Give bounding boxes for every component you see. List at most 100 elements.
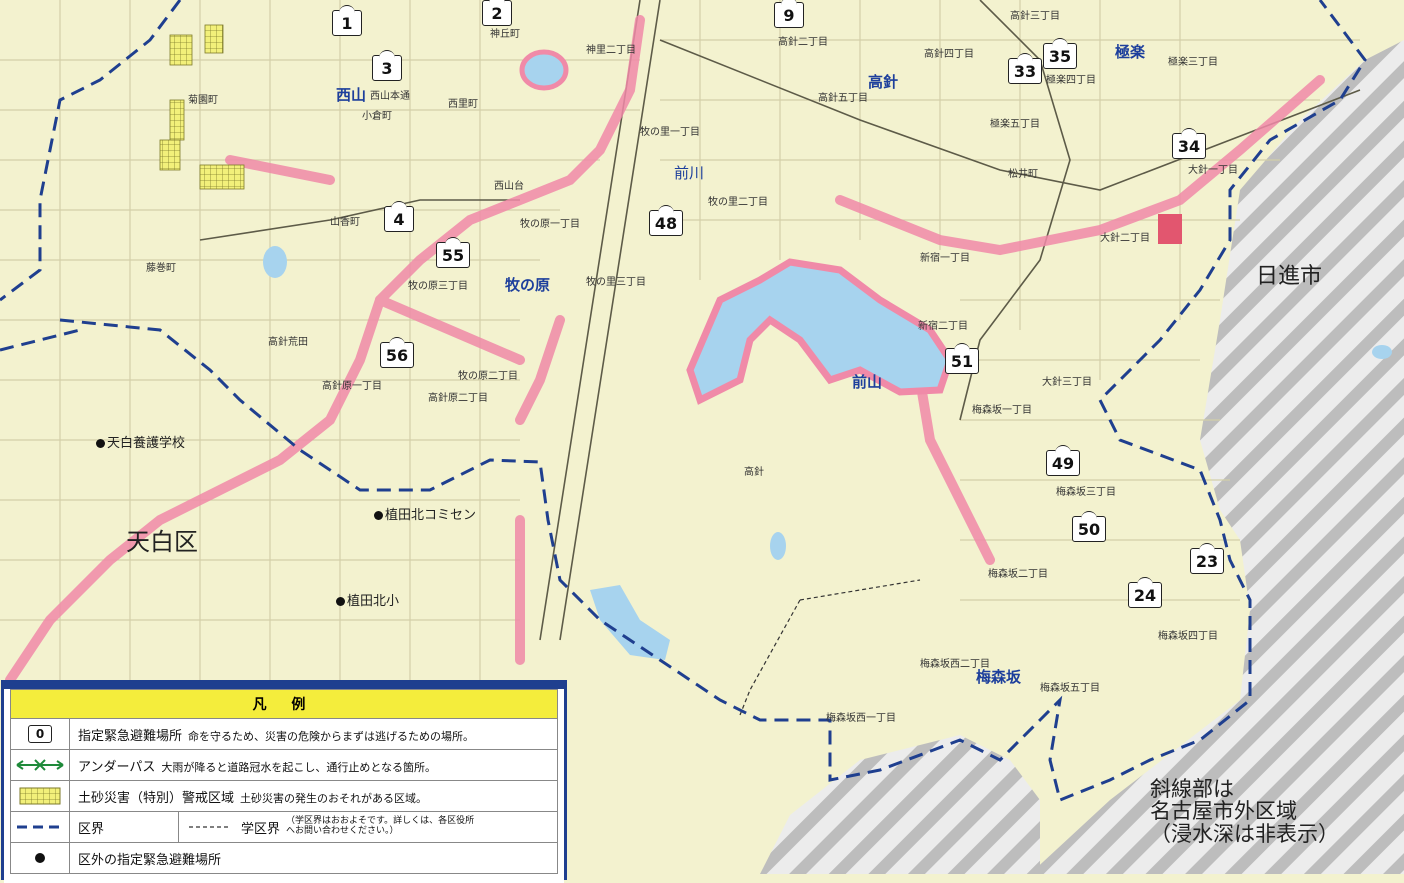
street-label: 高針原一丁目 — [322, 381, 382, 392]
shelter-marker[interactable]: 23 — [1190, 543, 1224, 574]
area-label-takabari: 高針 — [868, 73, 899, 91]
outside-city-hatch-south — [760, 735, 1040, 874]
street-label: 新宿二丁目 — [918, 321, 968, 332]
facility-point[interactable]: 植田北小 — [336, 590, 399, 609]
legend-underpass-desc: 大雨が降ると道路冠水を起こし、通行止めとなる箇所。 — [161, 760, 437, 774]
street-label: 小倉町 — [362, 111, 392, 122]
shelter-marker[interactable]: 3 — [372, 50, 402, 81]
street-label: 新宿一丁目 — [920, 253, 970, 264]
note-line: 斜線部は — [1150, 777, 1234, 801]
street-label: 梅森坂西二丁目 — [920, 659, 990, 670]
shelter-marker[interactable]: 50 — [1072, 511, 1106, 542]
street-label: 大針二丁目 — [1100, 233, 1150, 244]
street-label: 藤巻町 — [146, 263, 176, 274]
street-label: 牧の原三丁目 — [408, 281, 468, 292]
flood-block-obari — [1158, 214, 1182, 244]
shelter-marker[interactable]: 2 — [482, 0, 512, 26]
facility-dot-icon — [374, 511, 383, 520]
pond-south-2 — [770, 532, 786, 560]
street-label: 梅森坂一丁目 — [972, 405, 1032, 416]
street-label: 梅森坂西一丁目 — [826, 713, 896, 724]
street-label: 西山本通 — [370, 91, 410, 102]
street-label: 大針一丁目 — [1188, 165, 1238, 176]
shelter-marker[interactable]: 1 — [332, 5, 362, 36]
area-label-umemorizaka: 梅森坂 — [976, 668, 1022, 686]
flood-areas — [5, 15, 1325, 685]
legend-row-underpass: アンダーパス大雨が降ると道路冠水を起こし、通行止めとなる箇所。 — [10, 750, 558, 781]
underpass-icon — [16, 759, 64, 771]
shelter-marker[interactable]: 4 — [384, 201, 414, 232]
facility-label: 天白養護学校 — [107, 436, 186, 451]
facility-dot-icon — [336, 597, 345, 606]
shelter-marker[interactable]: 34 — [1172, 128, 1206, 159]
street-label: 大針三丁目 — [1042, 377, 1092, 388]
shelter-marker[interactable]: 35 — [1043, 38, 1077, 69]
area-label-maeyama: 前山 — [852, 373, 883, 391]
facility-point[interactable]: 植田北コミセン — [374, 504, 476, 523]
street-label: 松井町 — [1008, 169, 1038, 180]
shelter-marker[interactable]: 24 — [1128, 577, 1162, 608]
ward-label-nisshin: 日進市 — [1256, 264, 1323, 289]
street-label: 梅森坂四丁目 — [1158, 631, 1218, 642]
pond-south-1 — [590, 585, 670, 660]
facility-dot-icon — [96, 439, 105, 448]
legend-landslide-label: 土砂災害（特別）警戒区域 — [78, 790, 235, 806]
shelter-marker[interactable]: 49 — [1046, 445, 1080, 476]
shelter-legend-icon: 0 — [28, 725, 52, 743]
facility-point[interactable]: 天白養護学校 — [96, 432, 185, 451]
legend-title: 凡 例 — [10, 689, 558, 719]
street-label: 菊園町 — [188, 95, 218, 106]
outside-city-hatch-east — [1030, 40, 1404, 874]
note-line: 名古屋市外区域 — [1150, 799, 1297, 824]
ward-label-tenpaku: 天白区 — [126, 528, 198, 556]
street-label: 西山台 — [494, 181, 524, 192]
shelter-marker[interactable]: 48 — [649, 205, 683, 236]
street-label: 牧の里一丁目 — [640, 127, 700, 138]
school-district-border — [739, 579, 921, 716]
street-label: 梅森坂三丁目 — [1056, 487, 1116, 498]
street-label: 牧の原二丁目 — [458, 371, 518, 382]
shelter-marker[interactable]: 33 — [1008, 53, 1042, 84]
note-line: （浸水深は非表示） — [1150, 821, 1339, 846]
pond-kamioka — [519, 49, 569, 91]
street-label: 牧の里三丁目 — [586, 277, 646, 288]
street-label: 西里町 — [448, 99, 478, 110]
school-border-icon — [189, 826, 229, 828]
street-label: 高針荒田 — [268, 337, 308, 348]
street-label: 神丘町 — [490, 29, 520, 40]
legend-underpass-label: アンダーパス — [78, 759, 156, 775]
shelter-marker[interactable]: 51 — [945, 343, 979, 374]
street-label: 梅森坂五丁目 — [1040, 683, 1100, 694]
legend-ward-border-label: 区界 — [78, 821, 105, 837]
street-label: 高針 — [744, 467, 764, 478]
shelter-marker[interactable]: 9 — [774, 0, 804, 28]
area-label-gokuraku: 極楽 — [1115, 43, 1146, 61]
legend-shelter-desc: 命を守るため、災害の危険からまずは逃げるための場所。 — [188, 729, 475, 743]
legend-outside-label: 区外の指定緊急避難場所 — [78, 852, 222, 868]
landslide-grid-icon — [19, 787, 61, 805]
street-label: 梅森坂二丁目 — [988, 569, 1048, 580]
legend-row-borders: 区界 学区界（学区界はおおよそです。詳しくは、各区役所へお問い合わせください。） — [10, 812, 558, 843]
street-label: 高針四丁目 — [924, 49, 974, 60]
legend-row-shelter: 0 指定緊急避難場所命を守るため、災害の危険からまずは逃げるための場所。 — [10, 719, 558, 750]
legend-panel: 凡 例 0 指定緊急避難場所命を守るため、災害の危険からまずは逃げるための場所。… — [1, 680, 567, 883]
legend-shelter-label: 指定緊急避難場所 — [78, 728, 183, 744]
street-label: 山香町 — [330, 217, 360, 228]
shelter-marker[interactable]: 56 — [380, 337, 414, 368]
outside-shelter-dot-icon — [35, 853, 45, 863]
facility-label: 植田北小 — [347, 594, 400, 609]
landslide-zones — [159, 24, 245, 190]
pond-fujimaki — [263, 246, 287, 278]
outside-area-note: 斜線部は 名古屋市外区域 （浸水深は非表示） — [1150, 777, 1339, 846]
street-label: 高針原二丁目 — [428, 393, 488, 404]
street-label: 高針二丁目 — [778, 37, 828, 48]
shelter-marker[interactable]: 55 — [436, 237, 470, 268]
street-label: 高針三丁目 — [1010, 11, 1060, 22]
street-label: 極楽五丁目 — [990, 119, 1040, 130]
street-label: 高針五丁目 — [818, 93, 868, 104]
street-label: 牧の原一丁目 — [520, 219, 580, 230]
pond-east — [1372, 345, 1392, 359]
street-label: 神里二丁目 — [586, 45, 636, 56]
legend-school-border-desc: （学区界はおおよそです。詳しくは、各区役所へお問い合わせください。） — [286, 816, 475, 836]
street-label: 牧の里二丁目 — [708, 197, 768, 208]
